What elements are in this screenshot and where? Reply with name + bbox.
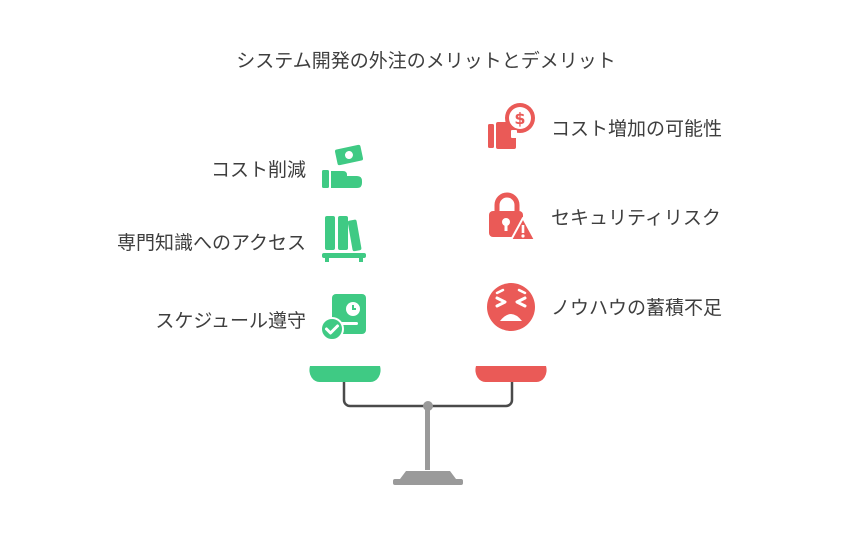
svg-text:$: $ [514,109,525,128]
distressed-face-icon [487,283,535,331]
wallet-dollar-icon: $ [487,102,535,150]
money-hand-icon [320,144,368,192]
lock-warning-icon [487,192,536,241]
diagram-title: システム開発の外注のメリットとデメリット [236,50,616,72]
demerits-pan [475,366,547,383]
scale-base-plate [393,479,463,485]
merit-label-cost-reduction: コスト削減 [210,159,306,181]
scale-pivot [423,401,433,411]
demerit-label-security-risk: セキュリティリスク [551,207,721,229]
merit-label-expertise-access: 専門知識へのアクセス [116,232,306,254]
schedule-check-icon [320,292,368,341]
scale-base [400,471,456,479]
books-icon [320,214,368,263]
demerit-label-cost-increase: コスト増加の可能性 [551,118,723,140]
demerit-label-knowhow: ノウハウの蓄積不足 [551,297,723,319]
merits-pan [309,366,381,383]
merit-label-schedule: スケジュール遵守 [155,310,306,332]
scale-pillar [425,406,430,470]
